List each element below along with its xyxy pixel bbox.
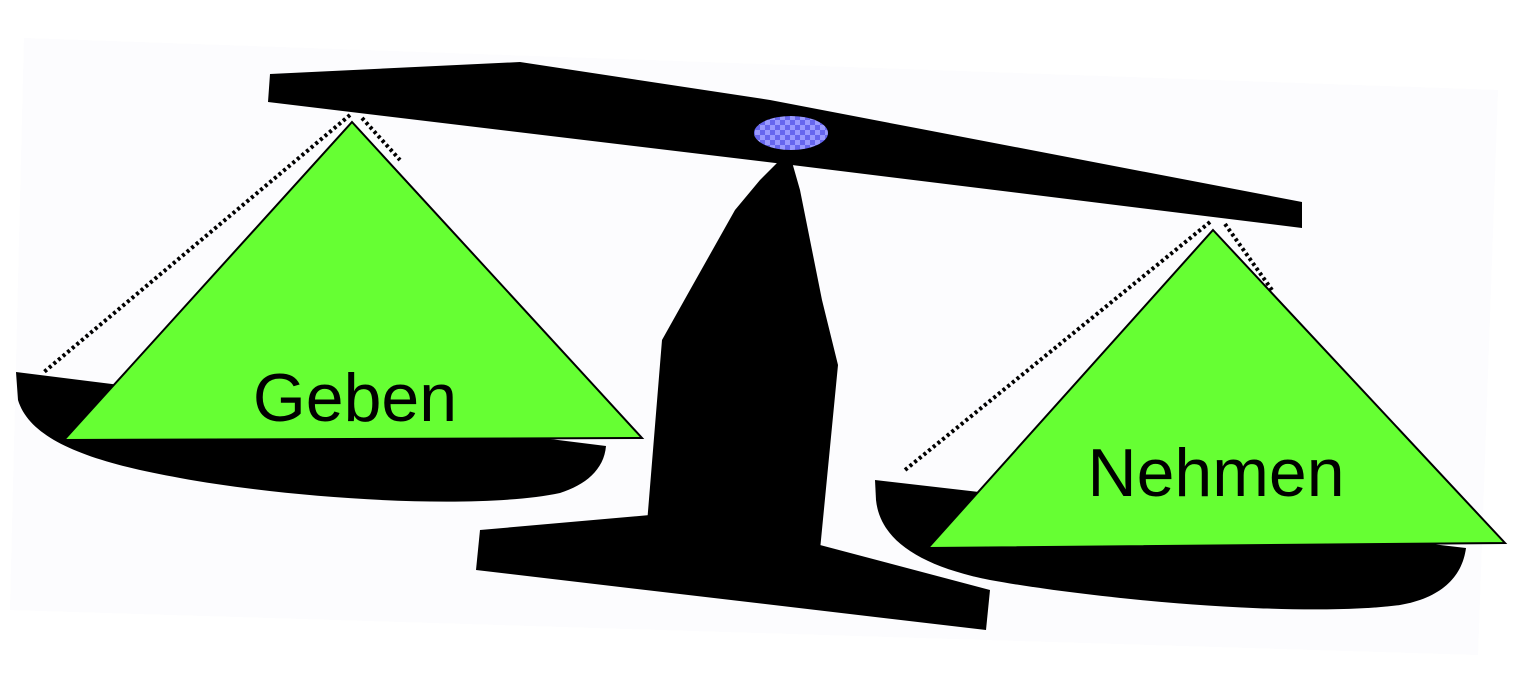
left-pan-strings [42, 113, 402, 374]
right-pan-label: Nehmen [1087, 435, 1344, 511]
right-triangle [928, 230, 1505, 548]
pivot-knob [754, 116, 828, 150]
right-triangle-outline [925, 228, 1508, 550]
scale-base [476, 515, 990, 630]
left-triangle-outline [61, 120, 645, 442]
left-triangle [64, 122, 642, 440]
left-pan-label: Geben [253, 360, 457, 436]
scale-stand [645, 162, 838, 550]
right-pan-strings [903, 220, 1274, 472]
